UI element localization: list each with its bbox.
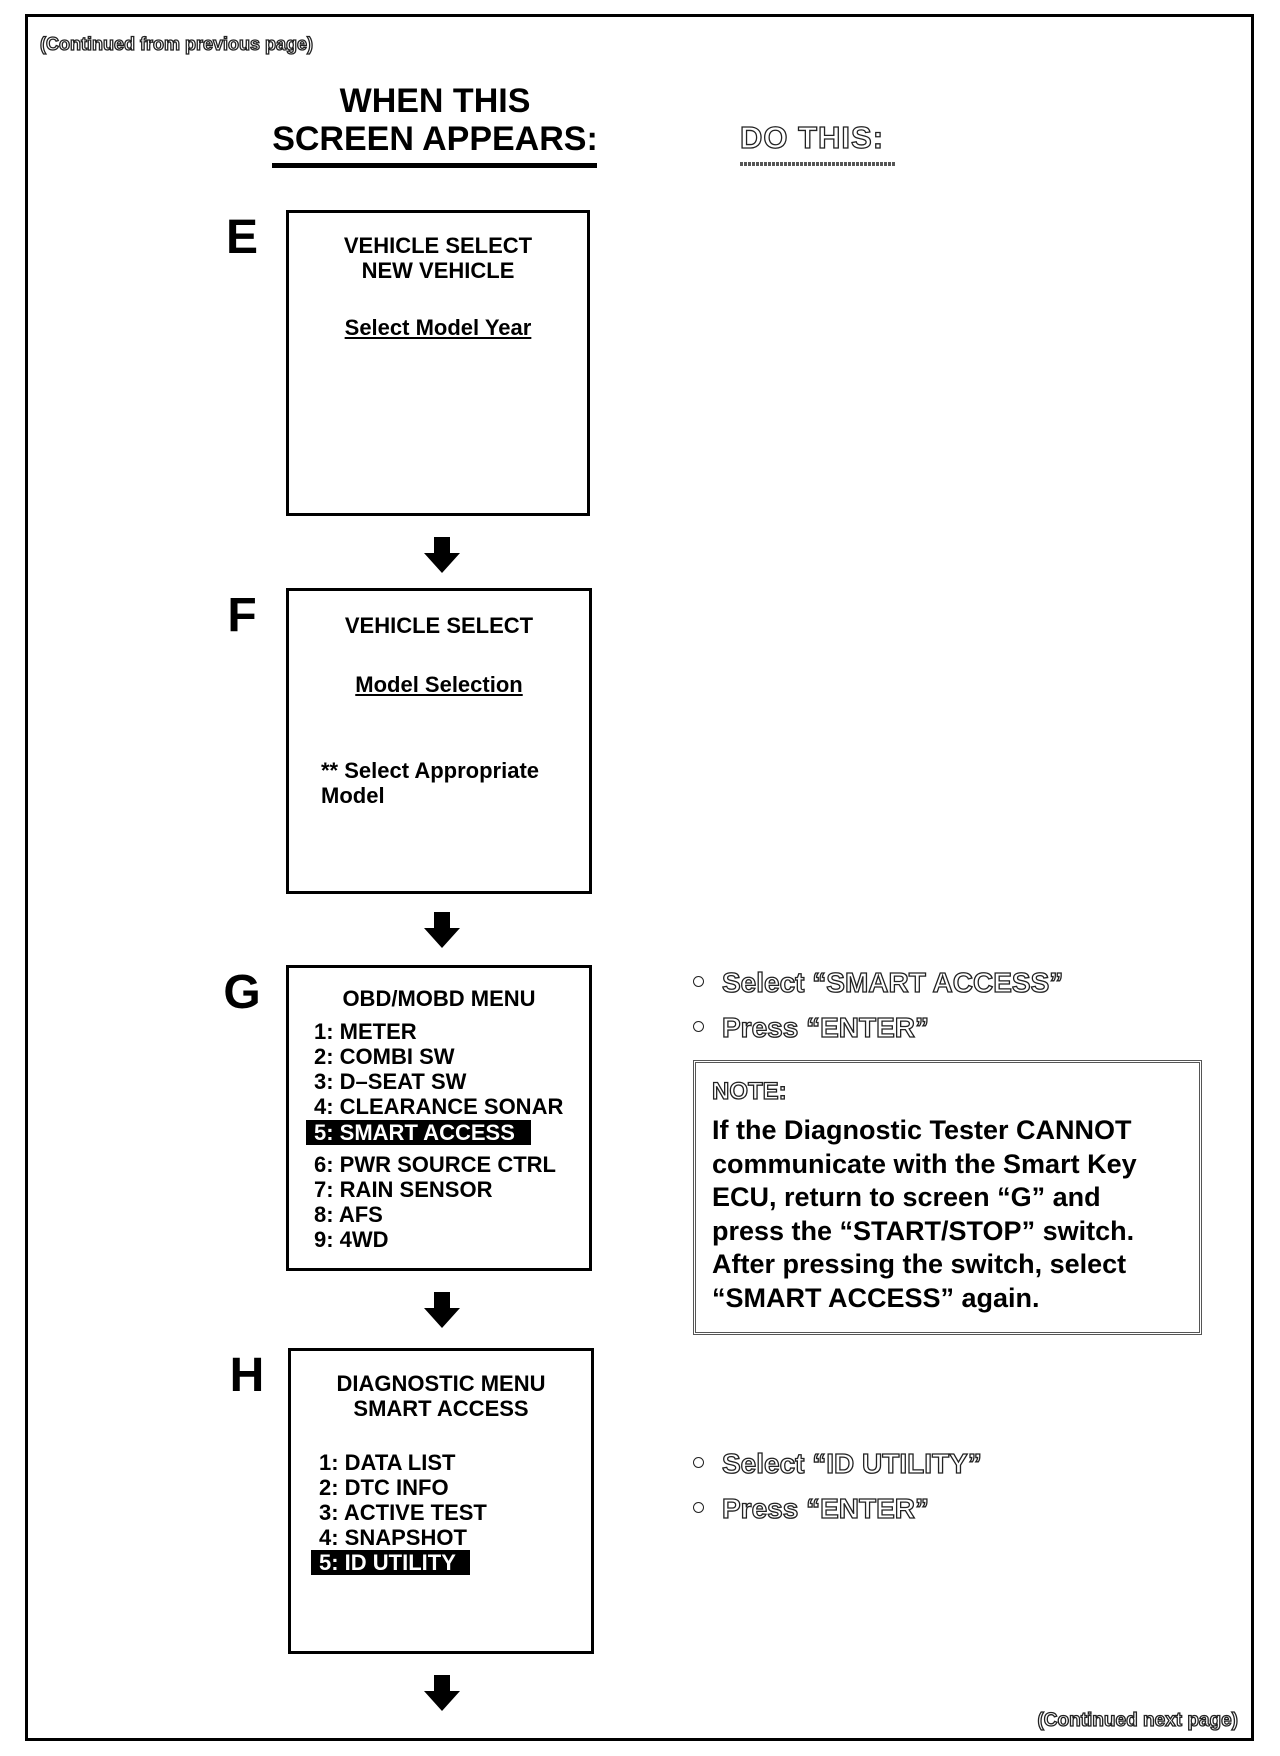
note-line-3: ECU, return to screen “G” and [712, 1182, 1101, 1212]
continued-from-label: (Continued from previous page) [39, 33, 314, 54]
screen-e-title-1: VEHICLE SELECT [343, 233, 533, 258]
screen-f: VEHICLE SELECT Model Selection ** Select… [286, 588, 592, 894]
heading-right-underline [740, 162, 896, 166]
note-text: If the Diagnostic Tester CANNOT communic… [712, 1114, 1183, 1315]
menu-item-smart-access-row: 5: SMART ACCESS [306, 1119, 589, 1152]
menu-item-data-list: 1: DATA LIST [319, 1450, 456, 1475]
bullet-icon [693, 1021, 704, 1033]
heading-line-1: WHEN THIS [339, 82, 531, 120]
page-frame [25, 14, 1254, 1741]
screen-e-subtitle: Select Model Year [344, 315, 532, 340]
step-letter-h: H [229, 1349, 265, 1402]
screen-h-title-2: SMART ACCESS [353, 1396, 529, 1421]
menu-item-smart-access: 5: SMART ACCESS [306, 1120, 531, 1145]
menu-item-afs: 8: AFS [314, 1202, 383, 1227]
screen-g-menu: 1: METER 2: COMBI SW 3: D–SEAT SW 4: CLE… [306, 1019, 589, 1252]
heading-left-underline [272, 163, 597, 168]
action-text: Press “ENTER” [721, 1492, 929, 1524]
note-line-2: communicate with the Smart Key [712, 1148, 1137, 1179]
menu-item-id-utility-row: 5: ID UTILITY [311, 1550, 591, 1575]
screen-h: DIAGNOSTIC MENU SMART ACCESS 1: DATA LIS… [288, 1348, 594, 1654]
note-label: NOTE: [711, 1077, 787, 1105]
step-letter-f: F [227, 589, 257, 642]
menu-item-d-seat-sw: 3: D–SEAT SW [314, 1069, 467, 1094]
note-line-6: “SMART ACCESS” again. [712, 1282, 1040, 1313]
action-select-id-utility: Select “ID UTILITY” [693, 1447, 982, 1493]
screen-h-menu: 1: DATA LIST 2: DTC INFO 3: ACTIVE TEST … [311, 1450, 591, 1575]
do-this-heading: DO THIS: [739, 119, 885, 155]
menu-item-snapshot: 4: SNAPSHOT [319, 1525, 467, 1550]
screen-h-title-1: DIAGNOSTIC MENU [336, 1371, 546, 1396]
heading-line-2: SCREEN APPEARS: [272, 120, 598, 158]
screen-f-instruction-line-1: ** Select Appropriate [321, 758, 540, 783]
screen-e-title-2: NEW VEHICLE [361, 258, 515, 283]
step-g-actions: Select “SMART ACCESS” Press “ENTER” [693, 966, 1064, 1057]
action-text: Select “SMART ACCESS” [721, 966, 1064, 998]
menu-item-active-test: 3: ACTIVE TEST [319, 1500, 487, 1525]
when-screen-appears-heading: WHEN THIS SCREEN APPEARS: [270, 82, 600, 158]
menu-item-pwr-source-ctrl: 6: PWR SOURCE CTRL [314, 1152, 556, 1177]
screen-g: OBD/MOBD MENU 1: METER 2: COMBI SW 3: D–… [286, 965, 592, 1271]
action-press-enter: Press “ENTER” [693, 1011, 1063, 1057]
menu-item-meter: 1: METER [314, 1019, 417, 1044]
menu-item-dtc-info: 2: DTC INFO [319, 1475, 449, 1500]
action-press-enter: Press “ENTER” [693, 1492, 982, 1538]
step-letter-e: E [225, 211, 258, 264]
screen-f-instruction: ** Select Appropriate Model [321, 758, 589, 808]
action-text: Select “ID UTILITY” [721, 1447, 982, 1479]
menu-item-clearance-sonar: 4: CLEARANCE SONAR [314, 1094, 564, 1119]
note-line-5: After pressing the switch, select [712, 1249, 1127, 1279]
bullet-icon [693, 976, 704, 988]
down-arrow-icon [424, 912, 460, 948]
menu-item-id-utility: 5: ID UTILITY [311, 1550, 470, 1575]
bullet-icon [693, 1457, 704, 1469]
down-arrow-icon [424, 537, 460, 573]
screen-e: VEHICLE SELECT NEW VEHICLE Select Model … [286, 210, 590, 516]
menu-item-combi-sw: 2: COMBI SW [314, 1044, 455, 1069]
continued-next-label: (Continued next page) [1037, 1709, 1239, 1731]
screen-g-title: OBD/MOBD MENU [342, 986, 536, 1011]
bullet-icon [693, 1502, 704, 1514]
step-letter-g: G [223, 966, 261, 1019]
menu-item-4wd: 9: 4WD [314, 1227, 389, 1252]
screen-f-instruction-line-2: Model [321, 783, 385, 808]
note-line-4: press the “START/STOP” switch. [712, 1215, 1135, 1246]
screen-f-title: VEHICLE SELECT [344, 613, 534, 638]
note-box: NOTE: If the Diagnostic Tester CANNOT co… [693, 1060, 1202, 1335]
step-h-actions: Select “ID UTILITY” Press “ENTER” [693, 1447, 982, 1538]
action-select-smart-access: Select “SMART ACCESS” [693, 966, 1064, 1012]
down-arrow-icon [424, 1292, 460, 1328]
down-arrow-icon [424, 1675, 460, 1711]
screen-f-subtitle: Model Selection [355, 672, 523, 697]
note-line-1: If the Diagnostic Tester CANNOT [712, 1115, 1132, 1145]
action-text: Press “ENTER” [721, 1011, 929, 1043]
menu-item-rain-sensor: 7: RAIN SENSOR [314, 1177, 493, 1202]
